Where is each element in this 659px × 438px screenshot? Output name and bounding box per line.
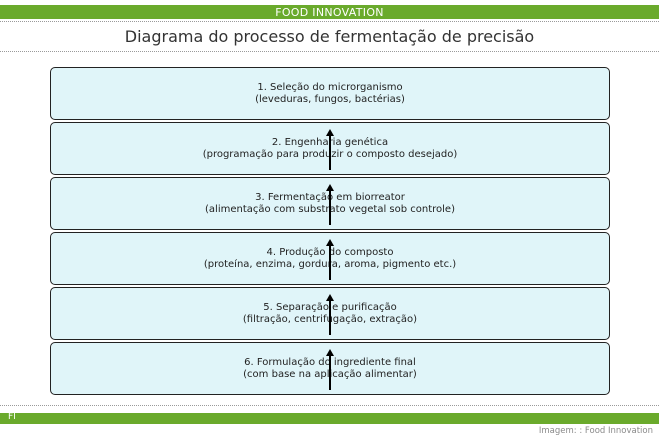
arrow-up-icon: [326, 129, 334, 170]
diagram-title: Diagrama do processo de fermentação de p…: [124, 27, 535, 46]
header-bar: FOOD INNOVATION: [0, 5, 659, 19]
arrow-up-icon: [326, 294, 334, 335]
footer-divider: [0, 405, 659, 406]
step-detail: (leveduras, fungos, bactérias): [255, 93, 405, 105]
footer-bar: FI: [0, 412, 659, 424]
header-divider: [0, 21, 659, 22]
arrow-up-icon: [326, 239, 334, 280]
arrow-up-icon: [326, 349, 334, 390]
brand-label: FOOD INNOVATION: [275, 5, 384, 19]
title-divider: [0, 51, 659, 52]
step-title: 1. Seleção do microrganismo: [257, 81, 403, 93]
image-credit: Imagem: : Food Innovation: [538, 426, 653, 436]
step-box-1: 1. Seleção do microrganismo (leveduras, …: [50, 67, 610, 120]
brand-initials: FI: [8, 412, 16, 422]
arrow-up-icon: [326, 184, 334, 225]
